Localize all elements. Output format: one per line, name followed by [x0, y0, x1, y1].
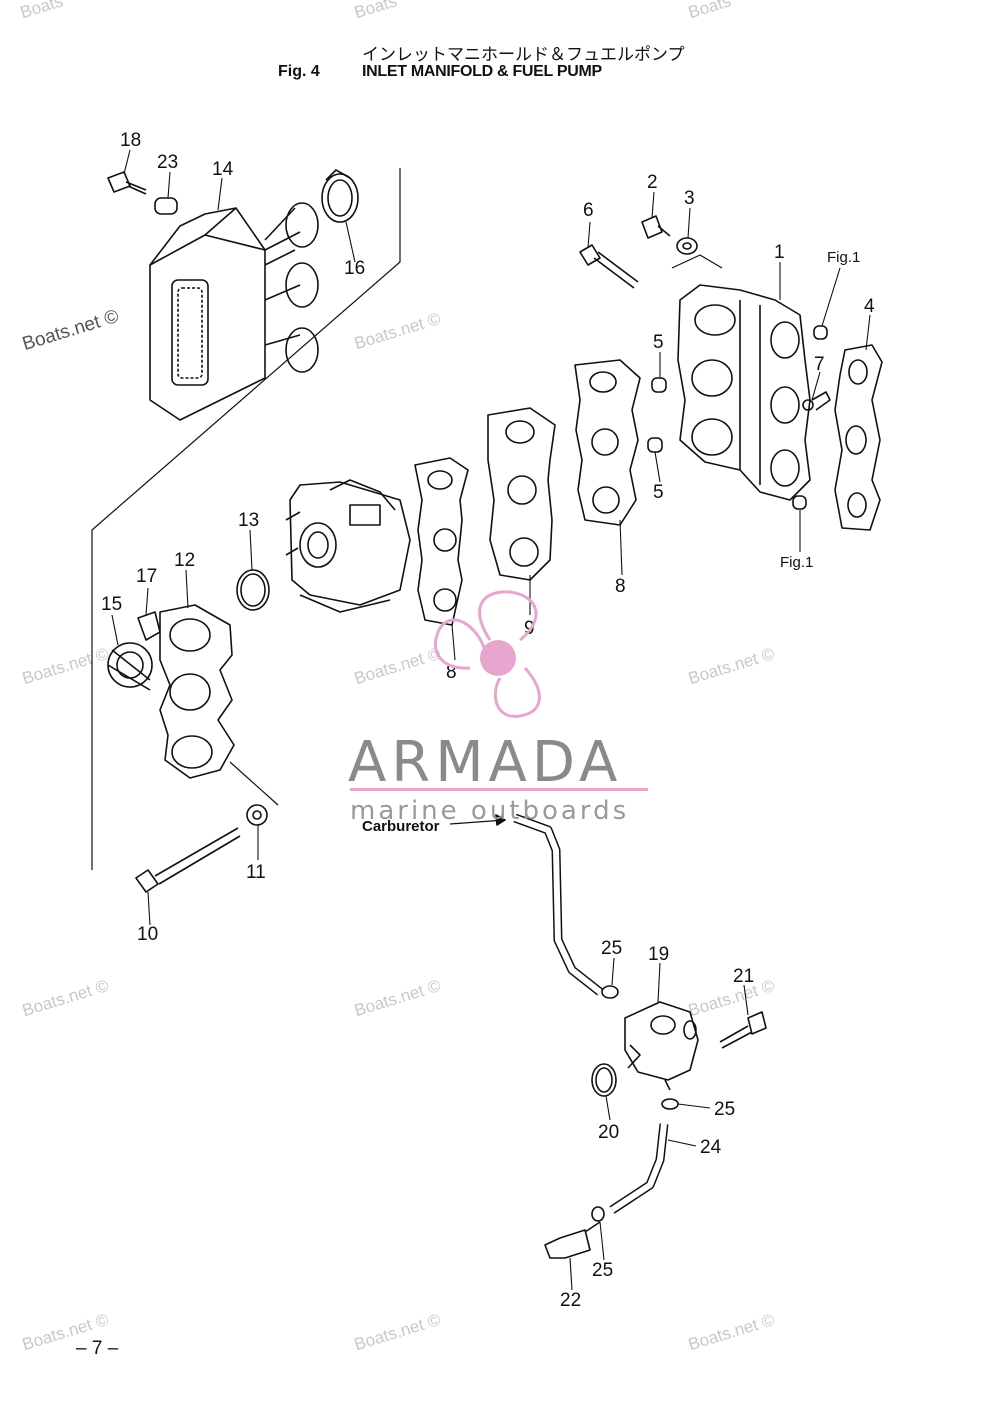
callout-7: 7: [814, 354, 825, 375]
part-25-clip-middle: [661, 1098, 679, 1110]
part-9-insulator: [487, 407, 556, 581]
part-5-dowel-lower: [647, 437, 663, 453]
callout-24: 24: [700, 1137, 722, 1158]
callout-17: 17: [136, 566, 157, 587]
part-3-washer-hole: [682, 242, 692, 250]
part-14-intake-silencer: [149, 202, 319, 421]
callout-13: 13: [238, 510, 259, 531]
callout-19: 19: [648, 944, 669, 965]
callout-25-upper: 25: [601, 938, 622, 959]
callout-11: 11: [246, 862, 266, 883]
part-15-grommet: [107, 642, 153, 691]
callout-6: 6: [583, 200, 594, 221]
assembly-frame-left: [91, 168, 401, 870]
assembly-frame-leader: [229, 761, 279, 806]
callout-leaders: [111, 149, 871, 1291]
callout-5-lower: 5: [653, 482, 664, 503]
callout-18: 18: [120, 130, 141, 151]
callout-1: 1: [774, 242, 785, 263]
page-number: – 7 –: [76, 1338, 119, 1359]
part-22-joint: [544, 1221, 601, 1259]
callout-21: 21: [733, 966, 754, 987]
part-6-bolt: [579, 244, 639, 289]
callout-15: 15: [101, 594, 122, 615]
part-21-bolt: [719, 1011, 767, 1049]
fig1-dowel-upper: [813, 325, 828, 340]
part-7-fitting: [802, 391, 831, 411]
figure-number: Fig. 4: [278, 63, 320, 80]
callout-numbers: 18 23 14 16 2 3 6 1 4 5 5 7 8 9 8 13 12 …: [101, 130, 875, 1311]
figure-title: INLET MANIFOLD & FUEL PUMP: [362, 63, 602, 80]
fig1-reference-upper: Fig.1: [827, 249, 860, 266]
part-24-fuel-hose-inner: [610, 1123, 667, 1213]
logo-divider: [350, 788, 648, 791]
part-12-carb-holder: [159, 604, 235, 779]
leader-manifold-bolts: [671, 254, 723, 269]
part-5-dowel-upper: [651, 377, 667, 393]
part-20-o-ring-inner: [595, 1067, 613, 1093]
carburetor-assembly: [285, 479, 411, 613]
armada-propeller-icon: [433, 590, 541, 718]
part-1-inlet-manifold: [677, 284, 811, 501]
part-8-gasket-carb-side: [414, 457, 469, 626]
part-20-o-ring: [591, 1063, 617, 1097]
callout-12: 12: [174, 550, 195, 571]
part-25-clip-lower: [591, 1206, 605, 1222]
part-23-collar: [154, 197, 178, 215]
part-11-washer-hole: [252, 810, 262, 820]
part-2-bolt: [641, 215, 671, 239]
part-4-manifold-gasket: [834, 344, 883, 531]
callout-4: 4: [864, 296, 875, 317]
callout-16: 16: [344, 258, 365, 279]
part-10-bolt: [135, 827, 241, 893]
callout-8-carb: 8: [446, 662, 457, 683]
part-8-gasket-manifold-side: [574, 359, 641, 526]
armada-logo-tagline: marine outboards: [350, 796, 630, 826]
callout-3: 3: [684, 188, 695, 209]
part-17-bracket: [137, 611, 161, 641]
callout-14: 14: [212, 159, 234, 180]
callout-10: 10: [137, 924, 158, 945]
callout-25-lower: 25: [592, 1260, 613, 1281]
part-11-washer: [246, 804, 268, 826]
fuel-hose-carburetor-inner: [513, 815, 602, 995]
callout-5-upper: 5: [653, 332, 664, 353]
callout-25-middle: 25: [714, 1099, 735, 1120]
callout-2: 2: [647, 172, 658, 193]
fig1-reference-lower: Fig.1: [780, 554, 813, 571]
part-13-o-ring: [236, 569, 270, 611]
callout-8-manifold: 8: [615, 576, 626, 597]
carburetor-label: Carburetor: [362, 818, 440, 835]
part-25-clip-upper: [601, 985, 619, 999]
part-19-fuel-pump: [624, 1001, 699, 1091]
callout-9: 9: [524, 618, 535, 639]
armada-logo-wordmark: ARMADA: [348, 730, 623, 795]
part-13-o-ring-inner: [240, 573, 266, 607]
title-japanese: インレットマニホールド＆フュエルポンプ: [362, 45, 685, 65]
fig1-dowel-lower: [792, 495, 807, 510]
part-18-bolt: [107, 171, 147, 195]
carburetor-arrowhead: [495, 814, 506, 826]
callout-20: 20: [598, 1122, 619, 1143]
part-3-washer: [676, 237, 698, 255]
callout-22: 22: [560, 1290, 581, 1311]
callout-23: 23: [157, 152, 178, 173]
part-16-hose-clamp: [321, 169, 359, 223]
